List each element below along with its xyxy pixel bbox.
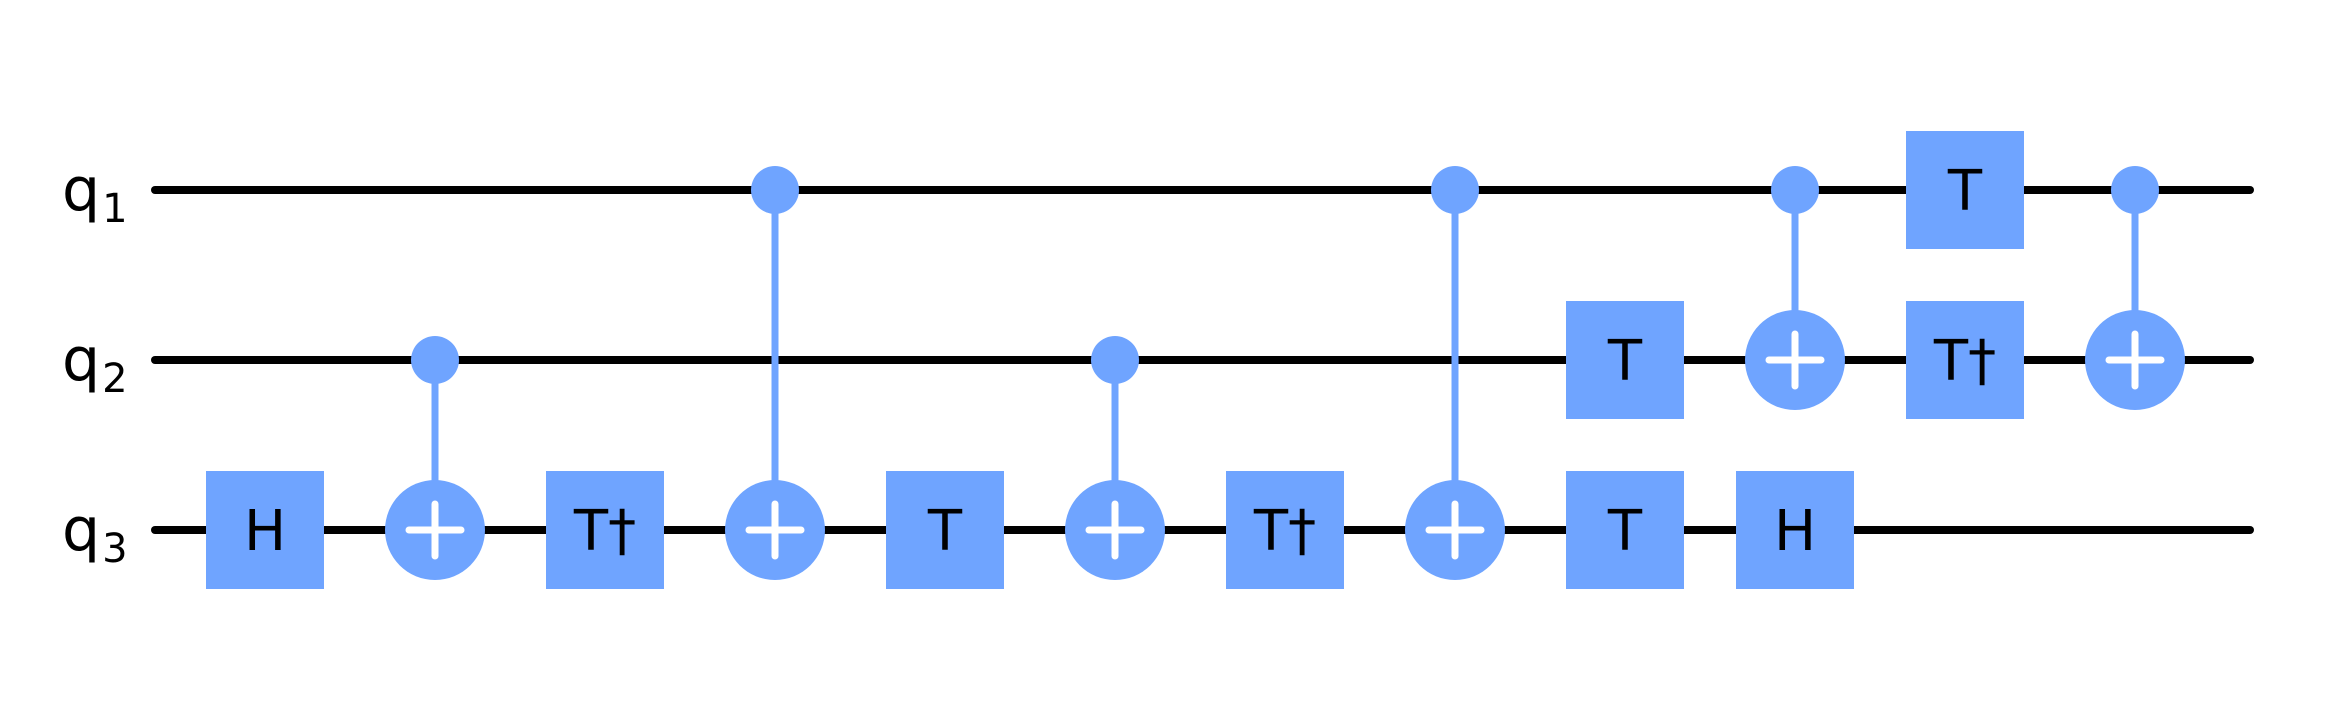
control-dot [411, 336, 459, 384]
gate-label: T† [1933, 329, 1996, 394]
control-dot [2111, 166, 2159, 214]
qubit-wires [151, 186, 2254, 534]
cnot-gate [2085, 166, 2185, 410]
gate-T-box: T [1566, 471, 1684, 589]
gate-label: H [244, 499, 286, 564]
control-dot [1091, 336, 1139, 384]
gate-label: T† [573, 499, 636, 564]
gate-Tdagger-box: T† [1226, 471, 1344, 589]
gate-T-box: T [886, 471, 1004, 589]
control-dot [1431, 166, 1479, 214]
cnot-gate [1065, 336, 1165, 580]
qubit-label-q2: q2 [62, 325, 128, 402]
cnot-gate [725, 166, 825, 580]
gate-T-box: T [1566, 301, 1684, 419]
gate-Tdagger-box: T† [1906, 301, 2024, 419]
gate-T-box: T [1906, 131, 2024, 249]
gate-H-box: H [206, 471, 324, 589]
cnot-gate [385, 336, 485, 580]
qubit-label-q3: q3 [62, 495, 128, 572]
qubit-labels: q1 q2 q3 [62, 155, 128, 572]
cnot-gate [1405, 166, 1505, 580]
control-dot [751, 166, 799, 214]
gate-label: T† [1253, 499, 1316, 564]
gate-label: T [1607, 499, 1643, 564]
gates: H T† T T† T T H T T† [206, 131, 2185, 589]
control-dot [1771, 166, 1819, 214]
gate-label: T [1947, 159, 1983, 224]
gate-H-box: H [1736, 471, 1854, 589]
gate-Tdagger-box: T† [546, 471, 664, 589]
gate-label: T [1607, 329, 1643, 394]
cnot-gate [1745, 166, 1845, 410]
gate-label: T [927, 499, 963, 564]
qubit-label-q1: q1 [62, 155, 128, 232]
gate-label: H [1774, 499, 1816, 564]
